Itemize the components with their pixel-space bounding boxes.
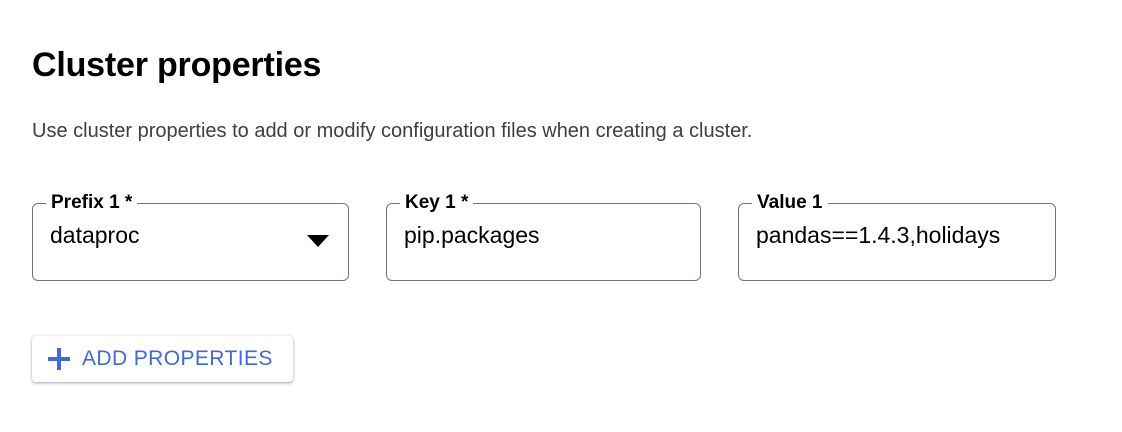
prefix-select[interactable]: Prefix 1 * dataproc <box>32 192 349 281</box>
value-label: Value 1 <box>752 192 828 214</box>
page-description: Use cluster properties to add or modify … <box>32 120 753 142</box>
key-label: Key 1 * <box>400 192 474 214</box>
key-value: pip.packages <box>404 222 540 248</box>
prefix-value: dataproc <box>50 222 140 248</box>
cluster-property-row: Prefix 1 * dataproc Key 1 * pip.packages… <box>0 192 1122 283</box>
value-input[interactable]: Value 1 pandas==1.4.3,holidays <box>738 192 1056 281</box>
add-properties-button[interactable]: ADD PROPERTIES <box>32 336 293 382</box>
key-input[interactable]: Key 1 * pip.packages <box>386 192 701 281</box>
plus-icon <box>48 348 70 370</box>
chevron-down-icon[interactable] <box>307 235 329 247</box>
prefix-label: Prefix 1 * <box>46 192 138 214</box>
add-properties-label: ADD PROPERTIES <box>82 347 273 370</box>
page-title: Cluster properties <box>32 45 322 84</box>
value-value: pandas==1.4.3,holidays <box>756 222 1001 248</box>
